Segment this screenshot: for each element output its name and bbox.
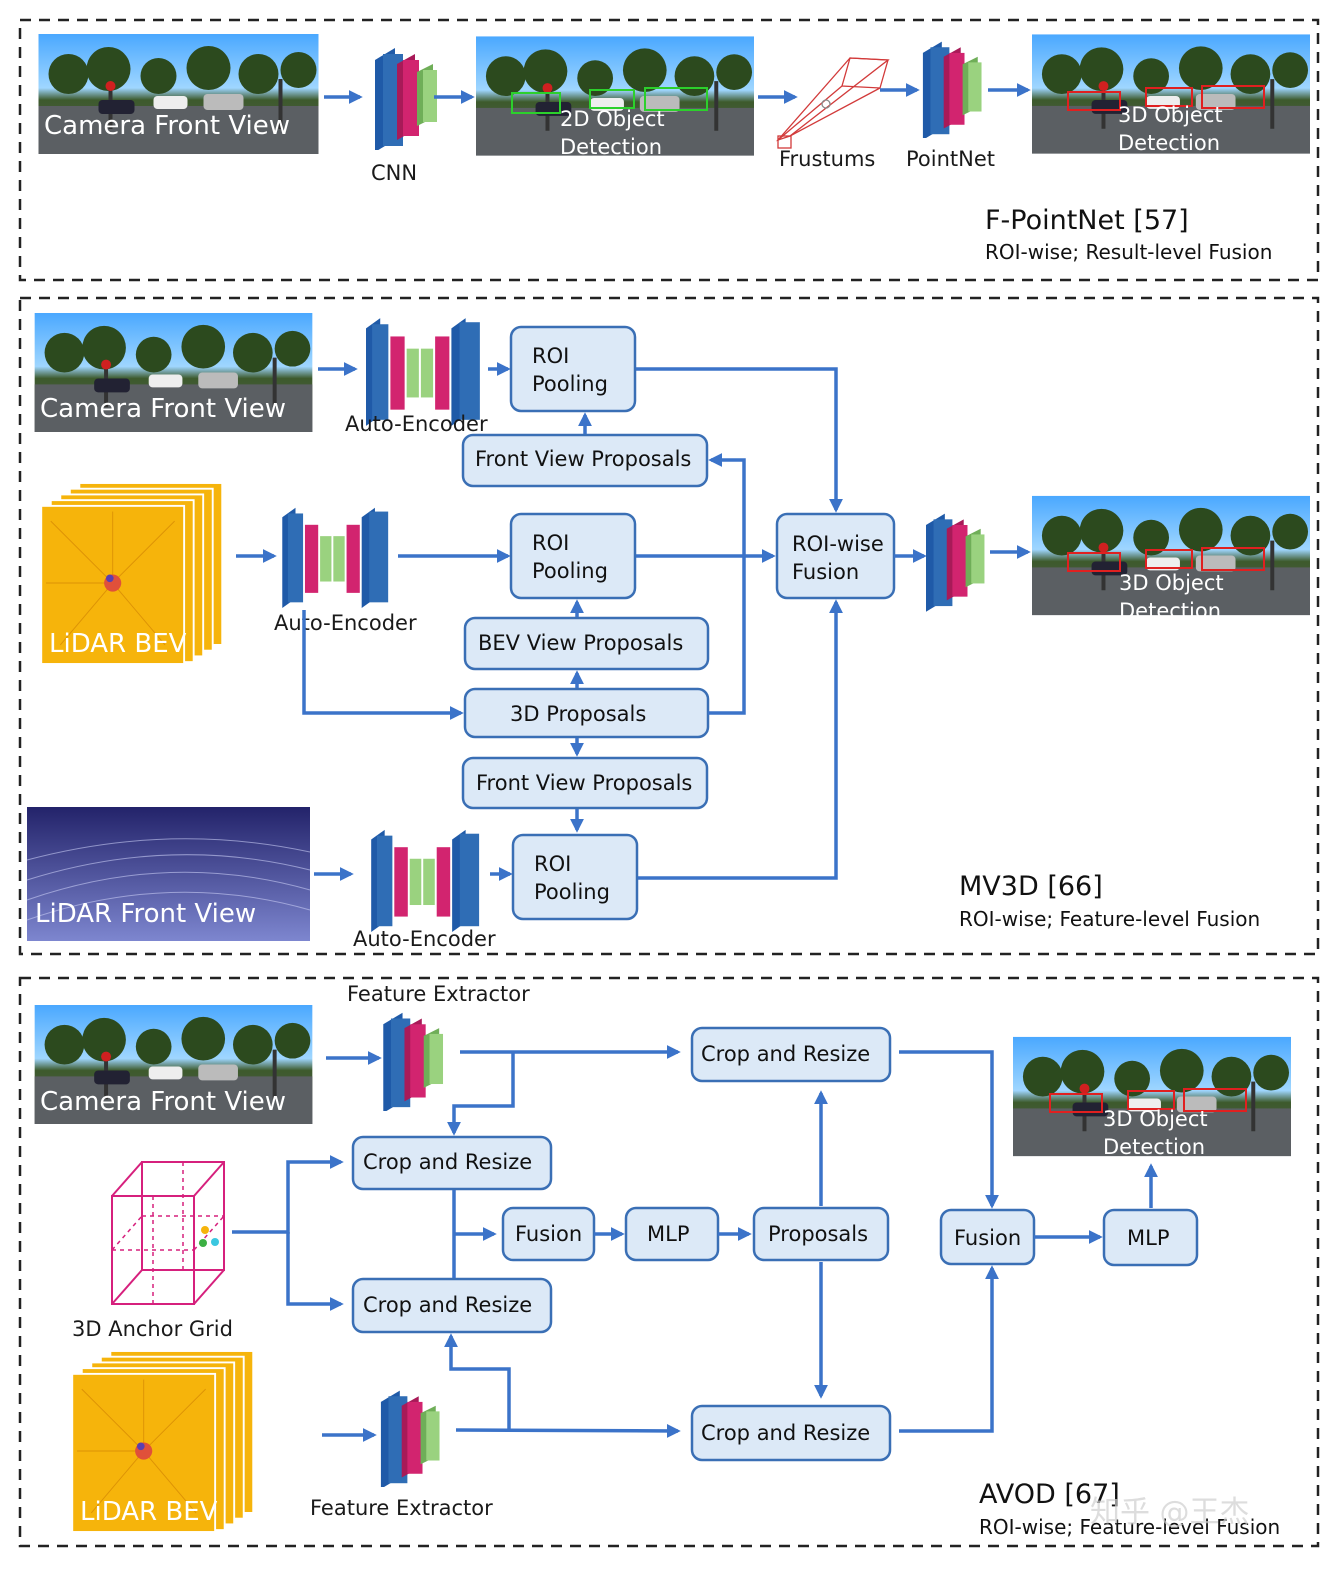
fpointnet-camera-label: Camera Front View <box>44 111 290 141</box>
arrow <box>708 453 746 715</box>
arrow <box>447 1052 515 1136</box>
avod-panel <box>18 976 1320 1548</box>
arrow <box>899 1265 999 1433</box>
mv3d-detection-3d-image: 3D Object Detection <box>1032 495 1310 623</box>
arrow <box>232 1155 344 1234</box>
mv3d-detection-3d-label-2: Detection <box>1119 599 1221 623</box>
avod-subtitle: ROI-wise; Feature-level Fusion <box>979 1515 1280 1539</box>
fpointnet-camera-image: Camera Front View <box>38 34 319 154</box>
mv3d-panel <box>18 296 1320 956</box>
mv3d-detection-3d-label-1: 3D Object <box>1119 571 1224 595</box>
arrow <box>899 1050 999 1209</box>
roi-pooling-label-2: Pooling <box>532 559 608 583</box>
mv3d-subtitle: ROI-wise; Feature-level Fusion <box>959 907 1260 931</box>
avod-title: AVOD [67] <box>979 1479 1120 1510</box>
roi-pooling-label-2: Pooling <box>534 880 610 904</box>
roi-wise-fusion-box <box>775 512 896 600</box>
crop-resize-label: Crop and Resize <box>363 1293 532 1317</box>
mv3d-lidar-front-image: LiDAR Front View <box>26 807 311 941</box>
mv3d-head-network-icon <box>926 513 985 612</box>
detection-2d-label-2: Detection <box>560 135 662 159</box>
proposals-3d-label: 3D Proposals <box>510 702 646 726</box>
pointnet-label: PointNet <box>906 147 995 171</box>
frustums-label: Frustums <box>779 147 875 171</box>
bev-view-proposals-label: BEV View Proposals <box>478 631 683 655</box>
arrow <box>638 599 843 880</box>
autoencoder-label-bev: Auto-Encoder <box>274 611 417 635</box>
mv3d-camera-image: Camera Front View <box>34 313 313 432</box>
crop-resize-label: Crop and Resize <box>363 1150 532 1174</box>
mlp-label: MLP <box>647 1222 689 1246</box>
detection-2d-label-1: 2D Object <box>560 107 665 131</box>
mlp-box-second <box>1102 1208 1199 1267</box>
front-view-proposals-label-bottom: Front View Proposals <box>476 771 692 795</box>
autoencoder-label-lidar-front: Auto-Encoder <box>353 927 496 951</box>
mv3d-lidar-bev-image: LiDAR BEV <box>41 483 224 664</box>
autoencoder-icon-camera <box>366 318 480 426</box>
proposals-label: Proposals <box>768 1222 868 1246</box>
roi-pooling-box-bev <box>509 512 637 600</box>
anchor-grid-icon <box>111 1161 225 1305</box>
feature-extractor-icon-bottom <box>380 1390 440 1487</box>
autoencoder-label-camera: Auto-Encoder <box>345 412 488 436</box>
avod-detection-3d-label-2: Detection <box>1103 1135 1205 1159</box>
crop-resize-box-bev-proposals <box>690 1404 892 1462</box>
cnn-network-icon <box>375 48 437 150</box>
feature-extractor-label-top: Feature Extractor <box>347 982 530 1006</box>
watermark: 知乎 @王杰 <box>1090 1495 1250 1530</box>
feature-extractor-icon-top <box>383 1012 444 1111</box>
fpointnet-title: F-PointNet [57] <box>985 205 1189 236</box>
roi-fusion-label-2: Fusion <box>792 560 859 584</box>
bev-view-proposals-box <box>463 616 710 671</box>
mv3d-camera-label: Camera Front View <box>40 394 286 424</box>
autoencoder-icon-bev <box>282 507 389 608</box>
roi-fusion-label-1: ROI-wise <box>792 532 884 556</box>
roi-pooling-label-1: ROI <box>534 852 571 876</box>
fusion-label: Fusion <box>954 1226 1021 1250</box>
feature-extractor-label-bottom: Feature Extractor <box>310 1496 493 1520</box>
crop-resize-label: Crop and Resize <box>701 1421 870 1445</box>
arrow <box>636 367 843 513</box>
fpointnet-detection-3d-label-1: 3D Object <box>1118 103 1223 127</box>
autoencoder-icon-lidar-front <box>371 829 480 932</box>
mv3d-lidar-front-label: LiDAR Front View <box>35 899 256 929</box>
front-view-proposals-box-top <box>461 433 709 488</box>
avod-detection-3d-label-1: 3D Object <box>1103 1107 1208 1131</box>
arrow <box>286 1232 344 1311</box>
avod-detection-3d-image: 3D Object Detection <box>1013 1036 1291 1159</box>
fusion-label: Fusion <box>515 1222 582 1246</box>
mv3d-lidar-bev-label: LiDAR BEV <box>49 629 187 659</box>
avod-lidar-bev-label: LiDAR BEV <box>80 1497 218 1527</box>
crop-resize-label: Crop and Resize <box>701 1042 870 1066</box>
avod-camera-label: Camera Front View <box>40 1087 286 1117</box>
arrow <box>302 610 464 720</box>
arrow <box>444 1333 511 1430</box>
avod-lidar-bev-image: LiDAR BEV <box>72 1351 255 1532</box>
mv3d-title: MV3D [66] <box>959 871 1103 902</box>
crop-resize-box-camera-proposals <box>690 1026 892 1083</box>
crop-resize-box-camera-anchors <box>351 1135 553 1191</box>
roi-pooling-label-2: Pooling <box>532 372 608 396</box>
crop-resize-box-bev-anchors <box>351 1277 553 1334</box>
detection-2d-image: 2D Object Detection <box>476 36 754 159</box>
fpointnet-subtitle: ROI-wise; Result-level Fusion <box>985 240 1272 264</box>
roi-pooling-box-lidar-front <box>511 833 639 921</box>
roi-pooling-label-1: ROI <box>532 531 569 555</box>
fpointnet-detection-3d-image: 3D Object Detection <box>1032 34 1310 155</box>
arrow <box>455 1423 681 1438</box>
mlp-label: MLP <box>1127 1226 1169 1250</box>
frustum-icon <box>775 57 890 149</box>
front-view-proposals-box-bottom <box>461 756 709 810</box>
pointnet-network-icon <box>922 41 982 138</box>
roi-pooling-box-camera <box>509 325 637 413</box>
cnn-label: CNN <box>371 161 417 185</box>
fpointnet-panel <box>18 18 1320 282</box>
avod-camera-image: Camera Front View <box>34 1005 313 1124</box>
front-view-proposals-label-top: Front View Proposals <box>475 447 691 471</box>
proposals-box <box>752 1206 890 1262</box>
fpointnet-detection-3d-label-2: Detection <box>1118 131 1220 155</box>
anchor-grid-label: 3D Anchor Grid <box>72 1317 233 1341</box>
roi-pooling-label-1: ROI <box>532 344 569 368</box>
